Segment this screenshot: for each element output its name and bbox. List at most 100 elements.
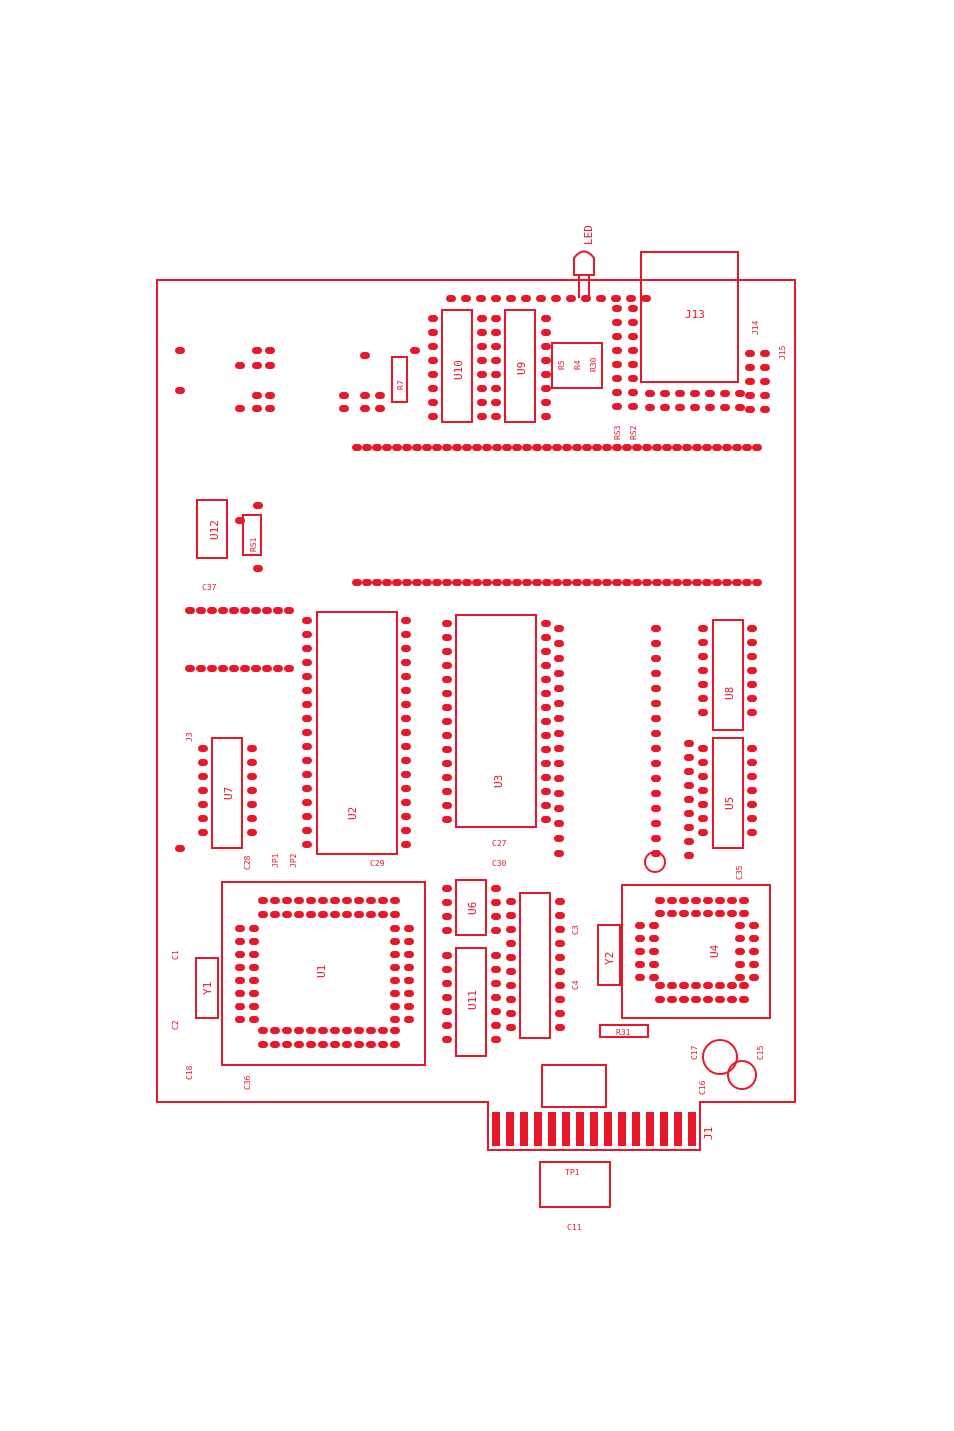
- pin-u10-l: [428, 371, 438, 378]
- pin-rs2: [628, 333, 638, 340]
- plcc-u1-right-2: [404, 964, 414, 971]
- pin-u9-r: [541, 315, 551, 322]
- pin-u2-l: [302, 631, 312, 638]
- pin-u2-r: [401, 659, 411, 666]
- pad-row-top: [452, 444, 462, 451]
- pin-u2-r: [401, 785, 411, 792]
- u7-label: U7: [222, 787, 235, 800]
- plcc-u4-left-2: [649, 961, 659, 968]
- pin-u8-l: [698, 653, 708, 660]
- pin-u10-r: [477, 399, 487, 406]
- pin-u5-r: [747, 745, 757, 752]
- plcc-u4-left-2: [649, 922, 659, 929]
- pad-row-top: [652, 444, 662, 451]
- plcc-u1-bot: [258, 1027, 268, 1034]
- rs3-label: RS3: [613, 425, 622, 440]
- pin-col: [554, 805, 564, 812]
- plcc-u1-bot-2: [342, 1041, 352, 1048]
- plcc-u1-right: [390, 977, 400, 984]
- pin-col: [554, 640, 564, 647]
- r5-label: R5: [557, 360, 566, 370]
- ic-u5: [712, 737, 744, 849]
- pad-misc: [265, 392, 275, 399]
- pad-row-top: [352, 444, 362, 451]
- pin-u2-r: [401, 729, 411, 736]
- pad-misc: [339, 405, 349, 412]
- pin-u3-l: [442, 690, 452, 697]
- plcc-u1-bot-2: [258, 1041, 268, 1048]
- pin-u5-l: [698, 815, 708, 822]
- pin-u7-r: [247, 801, 257, 808]
- pin-header: [684, 824, 694, 831]
- pad-misc: [235, 405, 245, 412]
- pin-u11-l: [442, 994, 452, 1001]
- pin-header-row: [690, 404, 700, 411]
- pin-u9-l: [491, 399, 501, 406]
- pin-u2-l: [302, 715, 312, 722]
- led-component: [573, 250, 595, 298]
- plcc-u1-bot: [390, 1027, 400, 1034]
- pin-u3-r: [541, 760, 551, 767]
- c3-label: C3: [571, 925, 580, 935]
- pin-u9-r: [541, 371, 551, 378]
- pad-misc: [253, 502, 263, 509]
- plcc-u4-top: [691, 897, 701, 904]
- plcc-u1-top: [390, 897, 400, 904]
- pin-col: [554, 760, 564, 767]
- plcc-u1-bot-2: [306, 1041, 316, 1048]
- pin-u9-r: [541, 385, 551, 392]
- pad-row-left: [284, 607, 294, 614]
- plcc-u1-top-2: [318, 911, 328, 918]
- pin-u6-r: [491, 885, 501, 892]
- pin-u8-l: [698, 681, 708, 688]
- plcc-u1: [221, 881, 426, 1066]
- plcc-u1-bot: [294, 1027, 304, 1034]
- plcc-u1-top-2: [390, 911, 400, 918]
- c11-label: C11: [567, 1223, 582, 1232]
- pad-row-mid: [582, 579, 592, 586]
- pin-col-2: [651, 745, 661, 752]
- pin-u2-r: [401, 687, 411, 694]
- plcc-u4-left-2: [649, 974, 659, 981]
- pin-u9-l: [491, 385, 501, 392]
- pin-u11-l: [442, 952, 452, 959]
- pin-u5-r: [747, 801, 757, 808]
- plcc-u4-right: [735, 948, 745, 955]
- pin-rs3: [612, 333, 622, 340]
- pad-misc: [175, 347, 185, 354]
- plcc-u4-left-2: [649, 935, 659, 942]
- plcc-u1-right: [390, 925, 400, 932]
- pin-u7-r: [247, 815, 257, 822]
- pin-u2-r: [401, 701, 411, 708]
- pin-header-row: [690, 390, 700, 397]
- pin-u6-l: [442, 927, 452, 934]
- pin-u3-r: [541, 634, 551, 641]
- pin-u10-r: [477, 385, 487, 392]
- plcc-u1-right: [390, 964, 400, 971]
- pin-header: [684, 768, 694, 775]
- pin-col-2: [651, 670, 661, 677]
- pin-uy-l: [506, 968, 516, 975]
- pad-row-top: [612, 444, 622, 451]
- plcc-u1-top: [366, 897, 376, 904]
- pin-u2-r: [401, 841, 411, 848]
- pin-col-2: [651, 685, 661, 692]
- plcc-u1-top-2: [270, 911, 280, 918]
- plcc-u1-left: [235, 938, 245, 945]
- plcc-u1-bot: [366, 1027, 376, 1034]
- pad-row-mid: [672, 579, 682, 586]
- pad-misc: [252, 405, 262, 412]
- plcc-u1-top: [354, 897, 364, 904]
- pin-u6-r: [491, 899, 501, 906]
- pin-u9-l: [491, 413, 501, 420]
- pad-misc: [360, 392, 370, 399]
- pin-col-2: [651, 655, 661, 662]
- pin-u2-l: [302, 645, 312, 652]
- plcc-u1-top: [294, 897, 304, 904]
- pin-u8-r: [747, 639, 757, 646]
- pin-u10-l: [428, 329, 438, 336]
- pin-j14: [745, 364, 755, 371]
- r7-label: R7: [396, 380, 405, 390]
- pin-u3-r: [541, 648, 551, 655]
- pin-u9-r: [541, 357, 551, 364]
